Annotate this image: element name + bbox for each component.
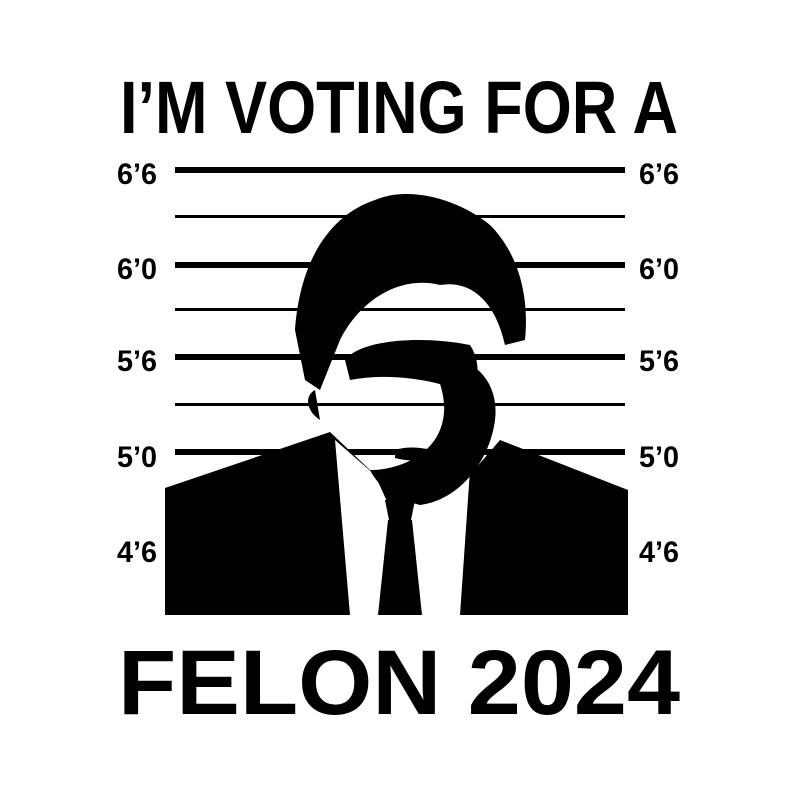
portrait-silhouette (165, 194, 628, 615)
height-label-left: 6’0 (117, 253, 157, 286)
height-label-right: 4’6 (639, 536, 679, 569)
height-label-left: 5’0 (117, 441, 157, 474)
height-label-left: 6’6 (117, 158, 157, 191)
height-line-major (175, 167, 625, 173)
headline-top: I’M VOTING FOR A (120, 66, 678, 149)
height-label-left: 5’6 (117, 345, 157, 378)
headline-bottom: FELON 2024 (118, 632, 680, 734)
height-label-right: 6’0 (639, 253, 679, 286)
height-label-left: 4’6 (117, 536, 157, 569)
height-label-right: 5’6 (639, 345, 679, 378)
height-label-right: 5’0 (639, 441, 679, 474)
height-line-minor (175, 308, 625, 311)
height-line-minor (175, 403, 625, 406)
height-label-right: 6’6 (639, 158, 679, 191)
